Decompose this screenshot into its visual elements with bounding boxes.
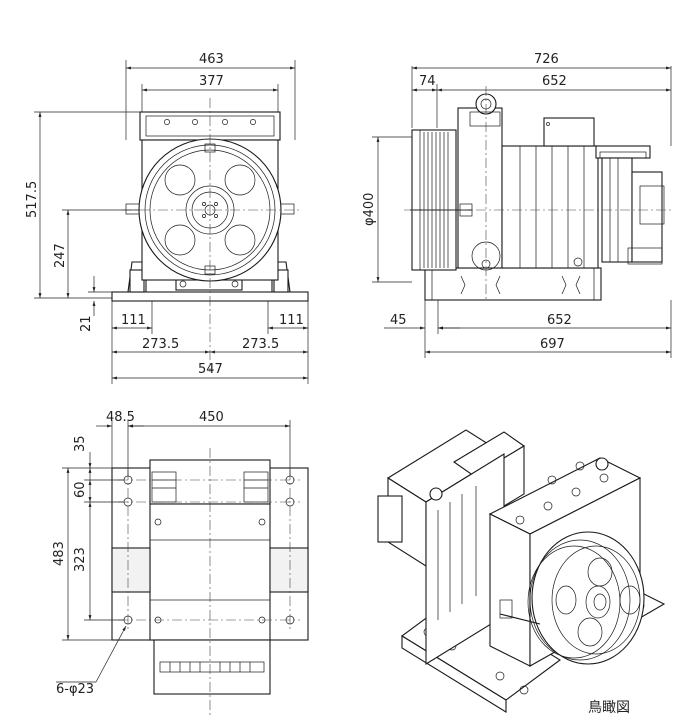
dim-side-length-body: 652 (542, 74, 567, 89)
dim-side-base-total: 697 (540, 337, 565, 352)
dim-top-holes: 6-φ23 (56, 682, 94, 697)
dim-side-base-length: 652 (547, 313, 572, 328)
dim-front-height-total: 517.5 (25, 181, 40, 218)
dim-front-foot-right: 111 (279, 313, 304, 328)
top-view: 48.5 450 35 60 323 483 6-φ23 (52, 410, 309, 716)
dim-front-base-width: 547 (198, 362, 223, 377)
isometric-caption: 鳥瞰図 (588, 700, 630, 716)
isometric-view (377, 429, 666, 713)
dim-front-width-inner: 377 (199, 74, 224, 89)
dim-front-base-thickness: 21 (79, 315, 94, 332)
dim-side-sheave-diameter: φ400 (362, 193, 377, 226)
dim-top-hole-pitch: 60 (73, 481, 88, 498)
dim-front-half-left: 273.5 (142, 337, 179, 352)
dim-top-hole-span: 450 (199, 410, 224, 425)
dim-side-offset: 74 (419, 74, 436, 89)
side-view: 726 74 652 φ400 45 652 697 (362, 52, 672, 358)
dim-top-overall-depth: 483 (52, 541, 67, 566)
dim-top-edge-top: 35 (73, 435, 88, 452)
dim-top-hole-span-v: 323 (73, 547, 88, 572)
dim-front-shaft-height: 247 (53, 243, 68, 268)
dim-top-edge-offset: 48.5 (106, 410, 135, 425)
dim-side-length-total: 726 (534, 52, 559, 67)
dim-side-base-offset: 45 (390, 313, 407, 328)
dim-front-foot-left: 111 (121, 313, 146, 328)
front-view: 463 377 517.5 247 21 111 111 273.5 273.5… (25, 52, 309, 384)
dim-front-width-outer: 463 (199, 52, 224, 67)
dim-front-half-right: 273.5 (242, 337, 279, 352)
